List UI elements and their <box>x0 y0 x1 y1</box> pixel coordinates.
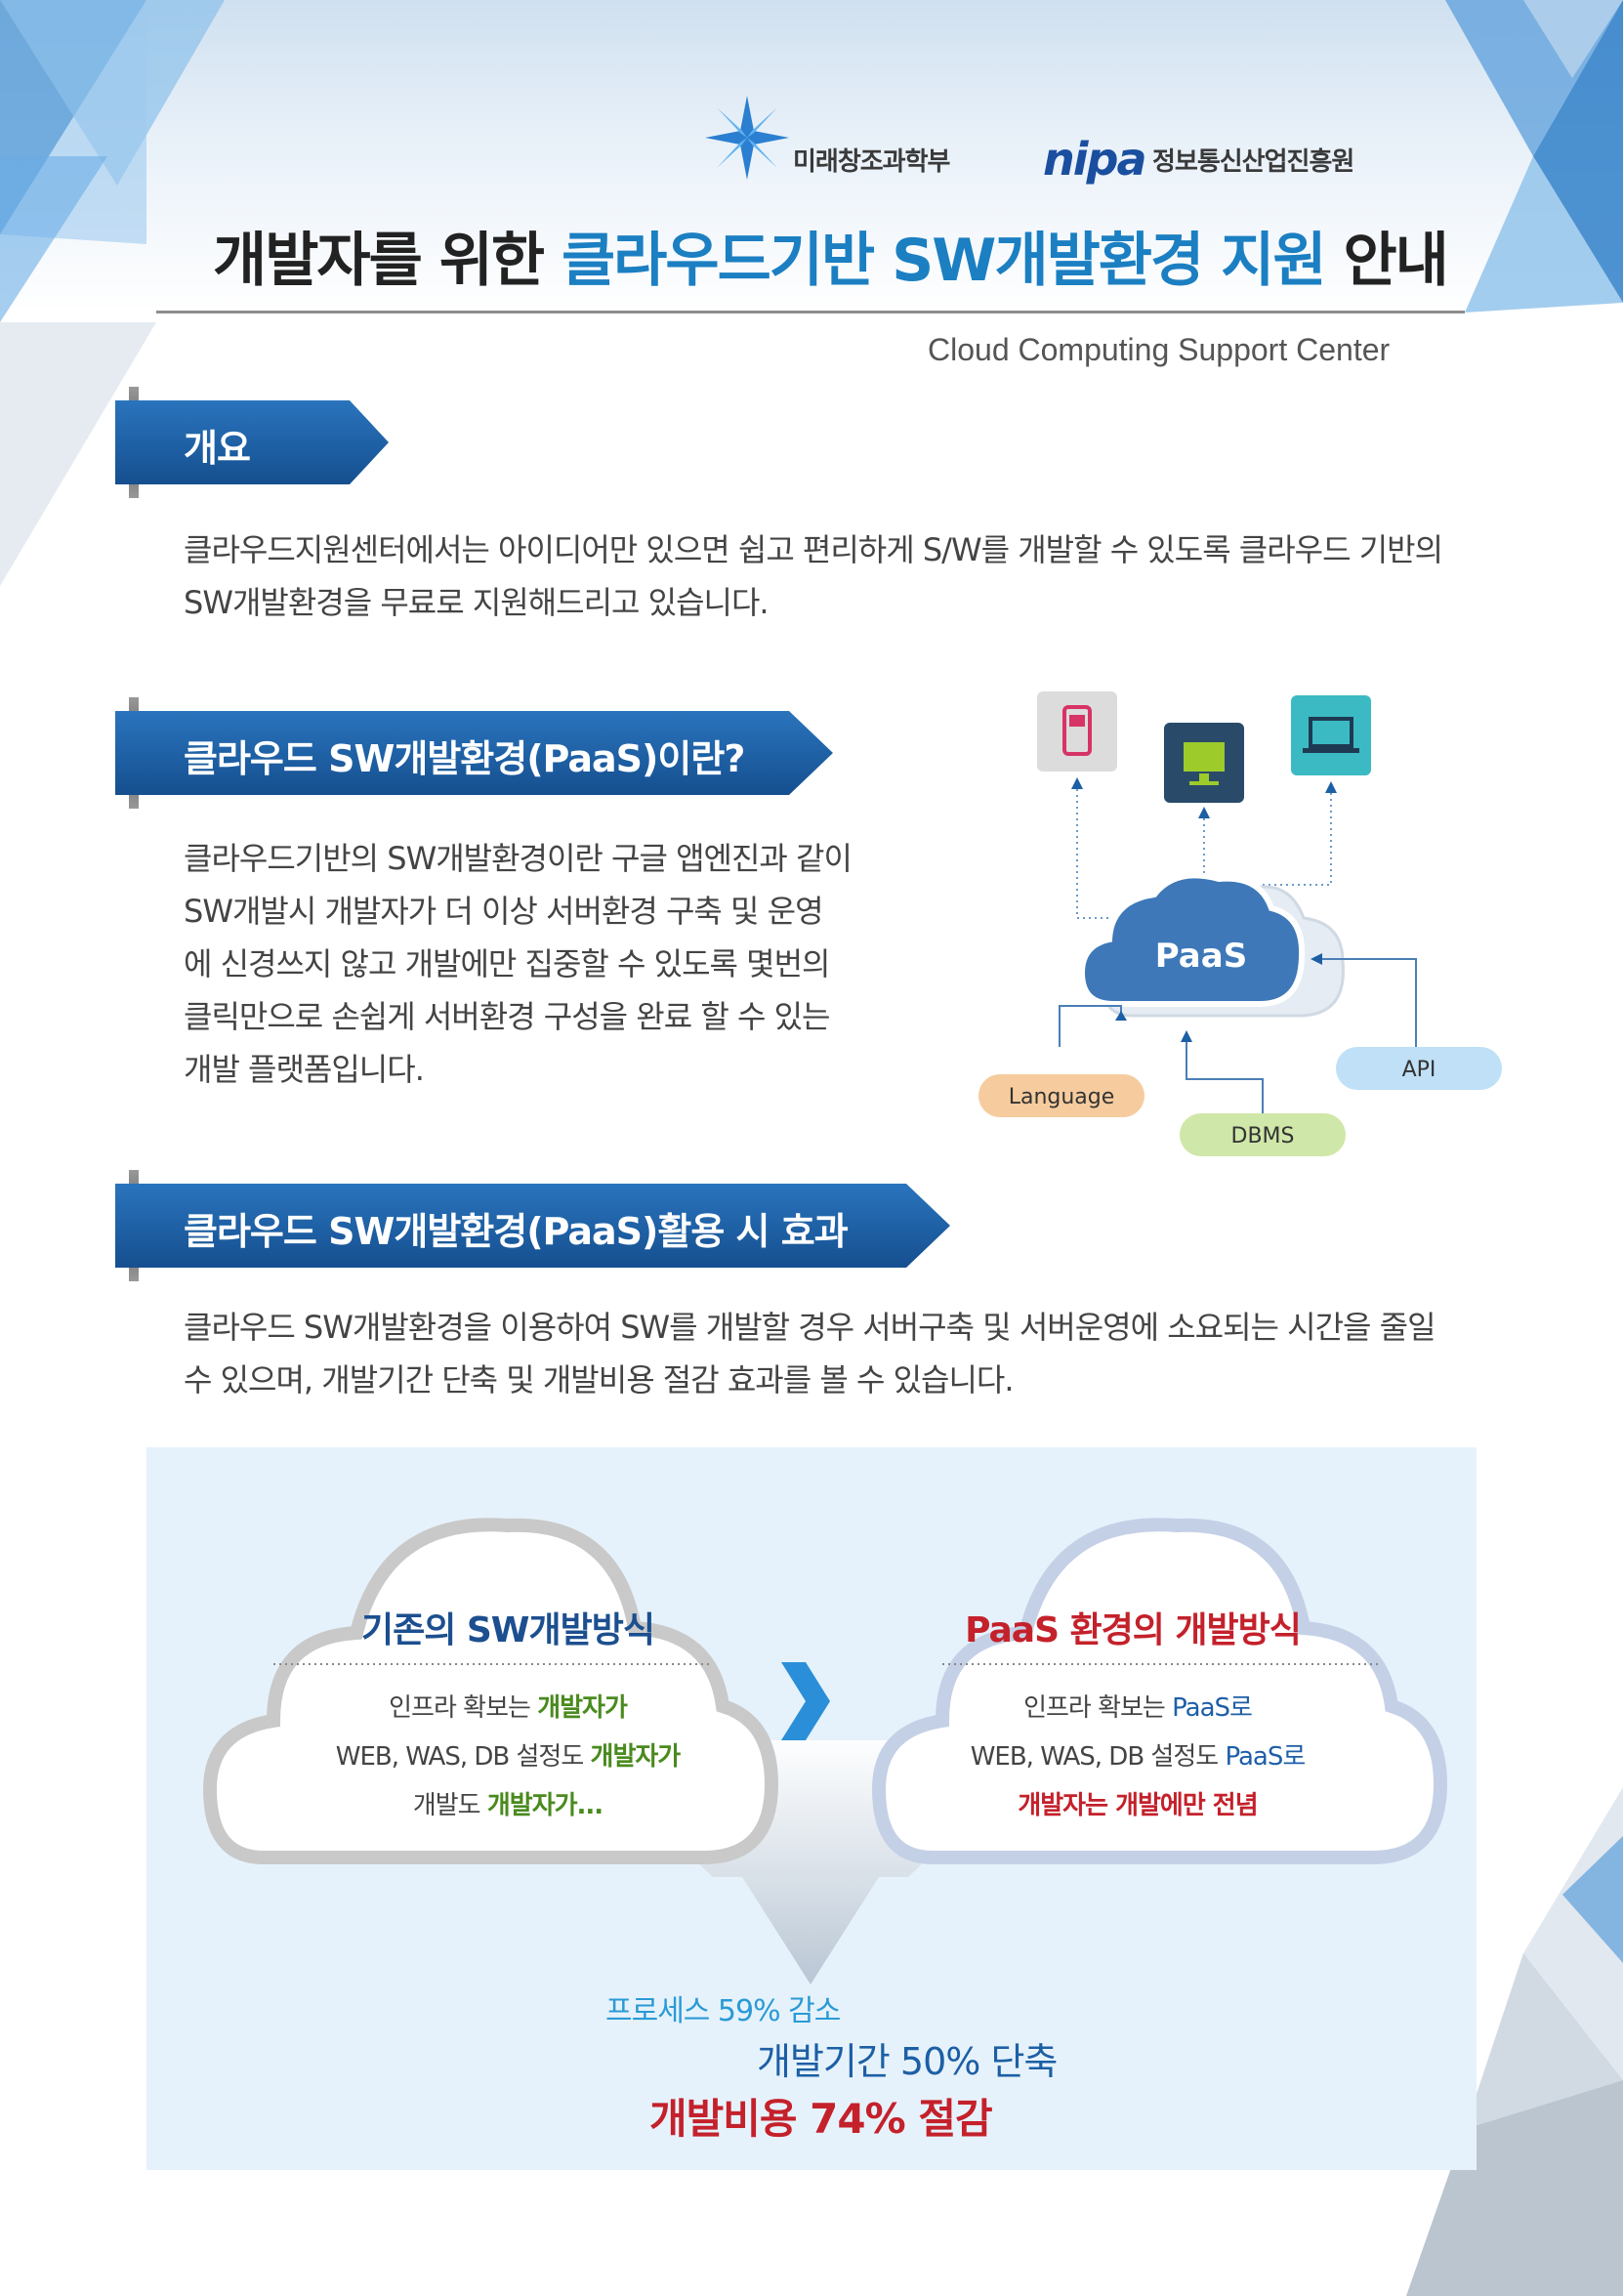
ministry-name: 미래창조과학부 <box>793 147 950 177</box>
section-heading-label: 개요 <box>184 427 251 470</box>
line-plain: 인프라 확보는 <box>389 1693 538 1723</box>
paas-cloud-label: PaaS <box>1155 937 1247 976</box>
banner-arrow-shape <box>115 1184 950 1268</box>
legacy-line-3: 개발도 개발자가... <box>273 1785 742 1821</box>
header-divider <box>156 311 1465 313</box>
ministry-logo-icon <box>705 96 789 180</box>
body-line: 클릭만으로 손쉽게 서버환경 구성을 완료 할 수 있는 <box>184 998 830 1035</box>
page-subtitle: Cloud Computing Support Center <box>928 332 1391 367</box>
body-line: 개발 플랫폼입니다. <box>184 1051 425 1088</box>
banner-arrow-shape <box>115 400 389 484</box>
line-emphasis: 개발자가 <box>537 1693 628 1723</box>
line-emphasis: PaaS로 <box>1225 1742 1306 1772</box>
line-plain: WEB, WAS, DB 설정도 <box>335 1742 591 1772</box>
section-heading-label: 클라우드 SW개발환경(PaaS)이란? <box>184 737 745 780</box>
paas-line-3: 개발자는 개발에만 전념 <box>918 1785 1357 1821</box>
paas-method-title: PaaS 환경의 개발방식 <box>965 1610 1302 1650</box>
line-plain: 개발도 <box>412 1791 487 1820</box>
body-line: SW개발환경을 무료로 지원해드리고 있습니다. <box>184 584 770 621</box>
legacy-method-cloud <box>202 1518 779 1864</box>
input-pill-dbms: DBMS <box>1180 1113 1346 1156</box>
paas-definition-body: 클라우드기반의 SW개발환경이란 구글 앱엔진과 같이 SW개발시 개발자가 더… <box>184 832 853 1096</box>
agency-name: 정보통신산업진흥원 <box>1152 147 1354 177</box>
section-heading-paas-definition: 클라우드 SW개발환경(PaaS)이란? <box>115 697 838 809</box>
legacy-line-1: 인프라 확보는 개발자가 <box>273 1688 742 1724</box>
title-suffix: 안내 <box>1324 227 1448 295</box>
line-plain: 인프라 확보는 <box>1023 1693 1173 1723</box>
input-label: DBMS <box>1231 1124 1295 1148</box>
legacy-method-title: 기존의 SW개발방식 <box>360 1610 655 1650</box>
paas-method-cloud <box>871 1518 1448 1864</box>
paas-line-2: WEB, WAS, DB 설정도 PaaS로 <box>918 1736 1357 1773</box>
result-process: 프로세스 59% 감소 <box>605 1994 841 2028</box>
desktop-monitor-icon <box>1164 723 1244 803</box>
body-line: 클라우드기반의 SW개발환경이란 구글 앱엔진과 같이 <box>184 840 853 877</box>
input-pill-api: API <box>1336 1047 1502 1090</box>
input-pill-language: Language <box>978 1074 1144 1117</box>
section-heading-overview: 개요 <box>115 387 408 498</box>
body-line: SW개발시 개발자가 더 이상 서버환경 구축 및 운영 <box>184 893 824 930</box>
body-line: 에 신경쓰지 않고 개발에만 집중할 수 있도록 몇번의 <box>184 945 830 982</box>
input-label: API <box>1402 1058 1436 1082</box>
header-background <box>0 0 1623 313</box>
mobile-phone-icon <box>1037 691 1117 772</box>
comparison-graphics <box>202 1518 1448 1984</box>
chevron-right-icon <box>781 1662 830 1740</box>
paas-line-1: 인프라 확보는 PaaS로 <box>918 1688 1357 1724</box>
result-cost: 개발비용 74% 절감 <box>649 2095 993 2143</box>
body-line: 클라우드지원센터에서는 아이디어만 있으면 쉽고 편리하게 S/W를 개발할 수… <box>184 531 1443 568</box>
input-label: Language <box>1009 1085 1115 1109</box>
laptop-icon <box>1291 695 1371 775</box>
section-heading-paas-effects: 클라우드 SW개발환경(PaaS)활용 시 효과 <box>115 1170 955 1281</box>
paas-effects-body: 클라우드 SW개발환경을 이용하여 SW를 개발할 경우 서버구축 및 서버운영… <box>184 1301 1436 1406</box>
body-line: 수 있으며, 개발기간 단축 및 개발비용 절감 효과를 볼 수 있습니다. <box>184 1361 1015 1398</box>
title-highlight: 클라우드기반 SW개발환경 지원 <box>561 227 1327 295</box>
nipa-logo: nipa <box>1043 133 1146 186</box>
page-title: 개발자를 위한 클라우드기반 SW개발환경 지원 안내 <box>213 213 1449 298</box>
banner-arrow-shape <box>115 711 833 795</box>
line-plain: WEB, WAS, DB 설정도 <box>970 1742 1226 1772</box>
overview-body: 클라우드지원센터에서는 아이디어만 있으면 쉽고 편리하게 S/W를 개발할 수… <box>184 523 1443 629</box>
body-line: 클라우드 SW개발환경을 이용하여 SW를 개발할 경우 서버구축 및 서버운영… <box>184 1309 1436 1346</box>
line-emphasis: PaaS로 <box>1172 1693 1253 1723</box>
line-emphasis: 개발자는 개발에만 전념 <box>1018 1791 1258 1820</box>
legacy-line-2: WEB, WAS, DB 설정도 개발자가 <box>273 1736 742 1773</box>
line-emphasis: 개발자가... <box>486 1791 603 1820</box>
section-heading-label: 클라우드 SW개발환경(PaaS)활용 시 효과 <box>184 1210 849 1253</box>
result-duration: 개발기간 50% 단축 <box>757 2040 1058 2083</box>
title-prefix: 개발자를 위한 <box>213 227 562 295</box>
line-emphasis: 개발자가 <box>590 1742 682 1772</box>
paas-diagram: PaaS Language DBMS API <box>978 691 1502 1156</box>
